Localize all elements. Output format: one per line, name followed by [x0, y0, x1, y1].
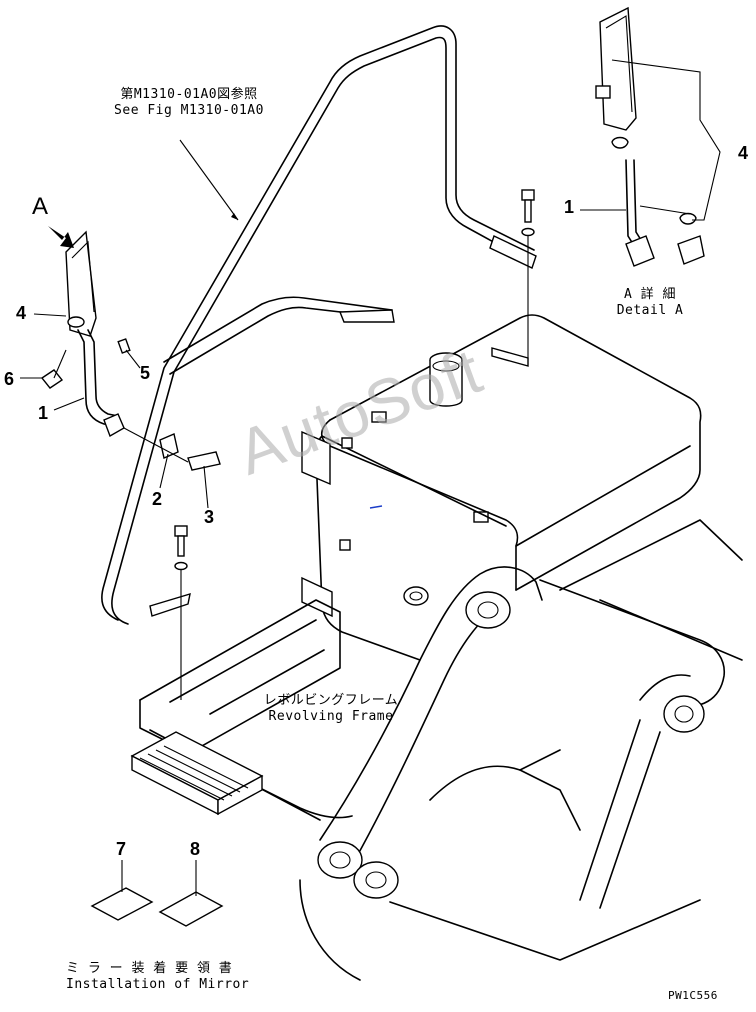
leader-lines	[20, 313, 209, 509]
part-number-1-detail: 1	[564, 197, 575, 217]
part-number-8: 8	[190, 839, 201, 859]
part-number-5: 5	[140, 363, 151, 383]
see-fig-label-jp: 第M1310-01A0図参照	[120, 87, 258, 102]
side-panel	[301, 430, 507, 661]
see-fig-arrow-head	[231, 213, 238, 220]
mirror-install-label-jp: ミ ラ ー 装 着 要 領 書	[66, 961, 233, 976]
part-number-1-left: 1	[38, 403, 49, 423]
bolt-upper	[521, 189, 535, 360]
part-number-4-left: 4	[16, 303, 27, 323]
revolving-frame-label-jp: レボルビングフレーム	[263, 693, 399, 708]
detail-a-label-en: Detail A	[616, 303, 684, 318]
detail-a-label-jp: A 詳 細	[624, 287, 676, 302]
see-fig-label-en: See Fig M1310-01A0	[114, 103, 264, 118]
part-number-2: 2	[152, 489, 163, 509]
step	[130, 731, 264, 816]
drawing-code: PW1C556	[668, 989, 718, 1002]
part-number-6: 6	[4, 369, 15, 389]
revolving-frame-label-en: Revolving Frame	[268, 709, 394, 724]
detail-a	[580, 6, 721, 267]
handrail	[101, 25, 537, 625]
see-fig-leader	[179, 139, 239, 221]
part-number-7: 7	[116, 839, 127, 859]
view-arrow-letter: A	[32, 193, 49, 220]
part-number-3: 3	[204, 507, 215, 527]
tank-block	[320, 314, 702, 591]
bolt-lower	[174, 525, 188, 700]
revolving-frame	[139, 519, 743, 981]
documents	[90, 860, 224, 927]
blue-mark	[369, 505, 383, 509]
part-number-4-detail: 4	[738, 143, 749, 163]
mirror-install-label-en: Installation of Mirror	[66, 977, 250, 992]
mirror-assembly-left	[40, 226, 221, 471]
